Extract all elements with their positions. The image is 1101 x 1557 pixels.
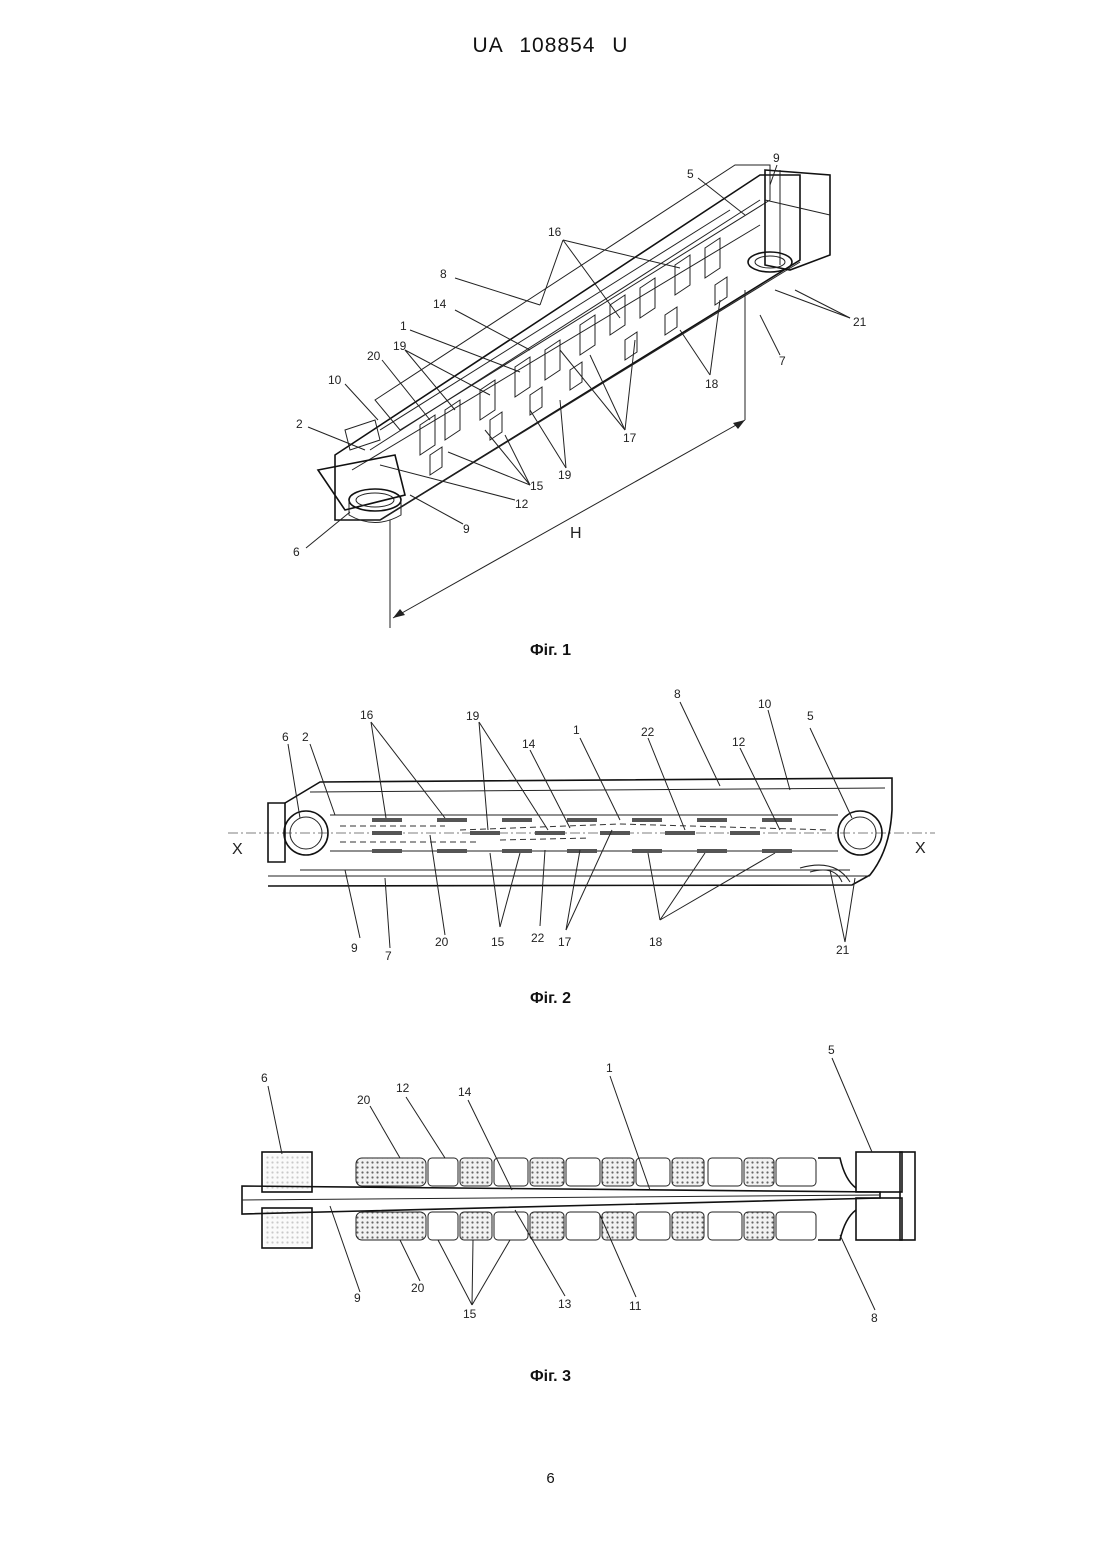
fig3-label-6: 6	[261, 1071, 268, 1085]
fig1-label-5: 5	[687, 167, 694, 181]
fig2-label-21: 21	[836, 943, 850, 957]
fig2-label-10: 10	[758, 697, 772, 711]
fig3-label-20a: 20	[357, 1093, 371, 1107]
figure-1-caption: Фіг. 1	[0, 642, 1101, 660]
figure-2-drawing: 16 19 14 1 22 8 10 5 6 2 12 X X 9 7 20 1…	[0, 690, 1101, 980]
fig2-label-18: 18	[649, 935, 663, 949]
fig1-label-14: 14	[433, 297, 447, 311]
fig1-label-2: 2	[296, 417, 303, 431]
fig1-label-12: 12	[515, 497, 529, 511]
fig1-label-21: 21	[853, 315, 867, 329]
figure-3-caption: Фіг. 3	[0, 1368, 1101, 1386]
fig2-label-19: 19	[466, 709, 480, 723]
fig3-label-20b: 20	[411, 1281, 425, 1295]
figure-2-caption: Фіг. 2	[0, 990, 1101, 1008]
fig3-label-14: 14	[458, 1085, 472, 1099]
fig2-label-15: 15	[491, 935, 505, 949]
fig2-label-x-left: X	[232, 841, 243, 858]
fig2-label-17: 17	[558, 935, 572, 949]
fig1-label-6: 6	[293, 545, 300, 559]
fig3-label-11: 11	[629, 1299, 642, 1313]
fig2-label-20: 20	[435, 935, 449, 949]
fig3-body	[242, 1152, 915, 1248]
fig2-label-6: 6	[282, 730, 289, 744]
fig2-label-2: 2	[302, 730, 309, 744]
fig1-label-16: 16	[548, 225, 562, 239]
fig1-label-18: 18	[705, 377, 719, 391]
fig1-label-1: 1	[400, 319, 407, 333]
fig2-leaders	[288, 702, 855, 948]
fig1-label-9a: 9	[773, 151, 780, 165]
fig1-label-h: H	[570, 525, 582, 542]
fig2-label-5: 5	[807, 709, 814, 723]
fig1-label-20: 20	[367, 349, 381, 363]
fig1-label-17: 17	[623, 431, 637, 445]
fig3-label-9: 9	[354, 1291, 361, 1305]
fig3-label-12: 12	[396, 1081, 410, 1095]
fig2-label-16: 16	[360, 708, 374, 722]
fig1-label-15: 15	[530, 479, 544, 493]
fig1-label-9b: 9	[463, 522, 470, 536]
page-number: 6	[0, 1470, 1101, 1487]
fig1-label-8: 8	[440, 267, 447, 281]
fig2-label-8: 8	[674, 687, 681, 701]
fig2-label-22a: 22	[641, 725, 655, 739]
fig3-label-15: 15	[463, 1307, 477, 1321]
fig1-label-19a: 19	[393, 339, 407, 353]
fig3-label-5: 5	[828, 1043, 835, 1057]
figure-1-drawing: 9 5 16 8 14 1 20 19 10 2 21 7 18 17 19 1…	[0, 0, 1101, 640]
figure-3-drawing: 6 20 12 14 1 5 9 20 15 13 11 8	[0, 1040, 1101, 1340]
fig3-label-13: 13	[558, 1297, 572, 1311]
fig1-label-7: 7	[779, 354, 786, 368]
fig2-label-22b: 22	[531, 931, 545, 945]
fig2-label-12: 12	[732, 735, 746, 749]
fig1-label-19b: 19	[558, 468, 572, 482]
fig2-label-9: 9	[351, 941, 358, 955]
fig3-label-1: 1	[606, 1061, 613, 1075]
fig2-label-x-right: X	[915, 840, 926, 857]
fig2-body	[228, 778, 935, 886]
fig1-label-10: 10	[328, 373, 342, 387]
fig3-label-8: 8	[871, 1311, 878, 1325]
fig2-label-14: 14	[522, 737, 536, 751]
fig2-label-1: 1	[573, 723, 580, 737]
fig2-label-7: 7	[385, 949, 392, 963]
